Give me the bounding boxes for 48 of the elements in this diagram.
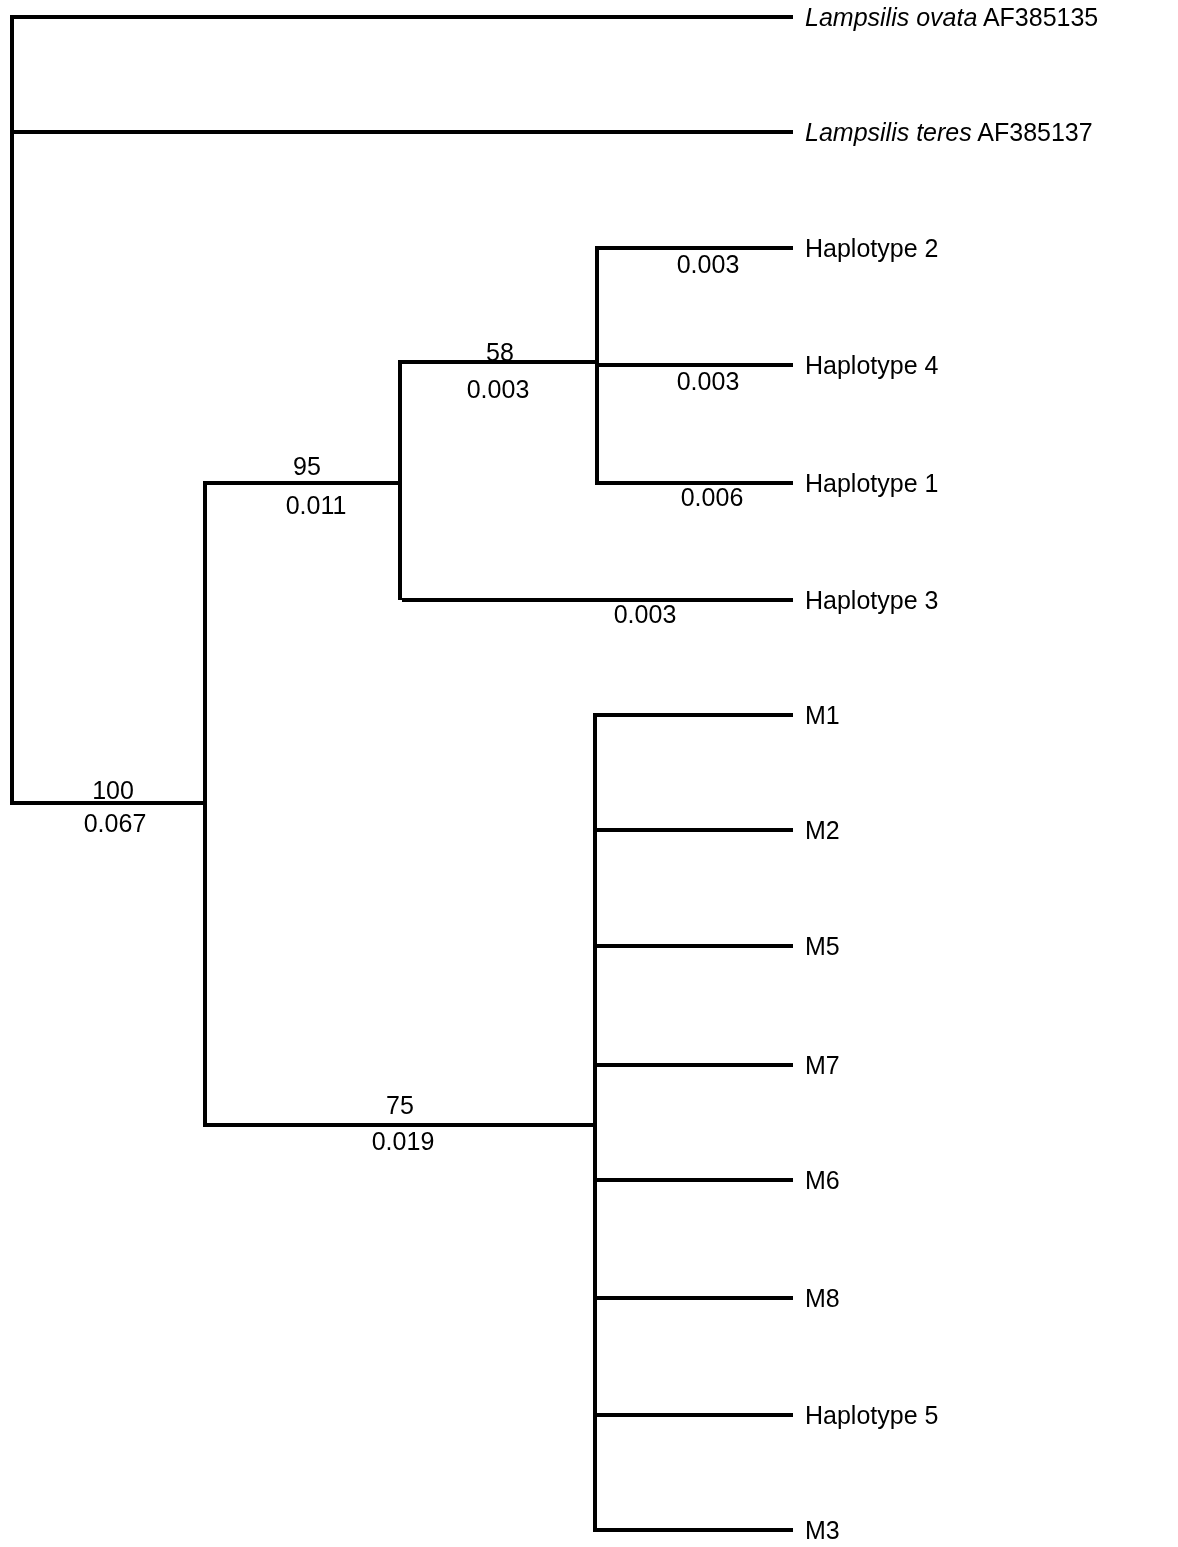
branch-line — [597, 1063, 793, 1067]
taxon-label: M1 — [793, 700, 840, 730]
branch-length-label: 0.019 — [371, 1127, 435, 1155]
branch-length-label: 0.003 — [466, 375, 530, 403]
taxon-label: Haplotype 4 — [793, 350, 939, 380]
taxon-label: Haplotype 5 — [793, 1400, 939, 1430]
bootstrap-value: 75 — [386, 1091, 414, 1119]
taxon-label: M8 — [793, 1283, 840, 1313]
branch-line — [597, 1178, 793, 1182]
taxon-label: Haplotype 3 — [793, 585, 939, 615]
branch-line — [599, 481, 793, 485]
branch-line — [402, 360, 595, 364]
branch-length-label: 0.067 — [83, 809, 147, 837]
taxon-label: Haplotype 2 — [793, 233, 939, 263]
branch-line — [599, 363, 793, 367]
bootstrap-value: 95 — [293, 452, 321, 480]
branch-line — [597, 1528, 793, 1532]
clade-bar — [593, 713, 597, 1532]
taxon-label: M3 — [793, 1515, 840, 1545]
branch-length-label: 0.003 — [676, 367, 740, 395]
clade-bar — [10, 15, 14, 805]
taxon-label: M7 — [793, 1050, 840, 1080]
taxon-label: M5 — [793, 931, 840, 961]
branch-line — [207, 1123, 593, 1127]
clade-bar — [595, 246, 599, 485]
branch-line — [207, 481, 398, 485]
branch-line — [14, 801, 203, 805]
taxon-label: Haplotype 1 — [793, 468, 939, 498]
clade-bar — [203, 481, 207, 1127]
bootstrap-value: 100 — [92, 776, 134, 804]
branch-length-label: 0.006 — [680, 483, 744, 511]
taxon-label: Lampsilis teres AF385137 — [793, 117, 1093, 147]
clade-bar — [398, 360, 402, 600]
branch-line — [597, 828, 793, 832]
branch-length-label: 0.003 — [613, 600, 677, 628]
taxon-label: Lampsilis ovata AF385135 — [793, 2, 1099, 32]
branch-line — [14, 130, 793, 134]
branch-line — [597, 1296, 793, 1300]
taxon-label: M2 — [793, 815, 840, 845]
taxon-label: M6 — [793, 1165, 840, 1195]
branch-length-label: 0.003 — [676, 250, 740, 278]
branch-line — [597, 713, 793, 717]
branch-length-label: 0.011 — [285, 491, 347, 519]
branch-line — [597, 944, 793, 948]
branch-line — [402, 598, 793, 602]
branch-line — [14, 15, 793, 19]
branch-line — [599, 246, 793, 250]
branch-line — [597, 1413, 793, 1417]
